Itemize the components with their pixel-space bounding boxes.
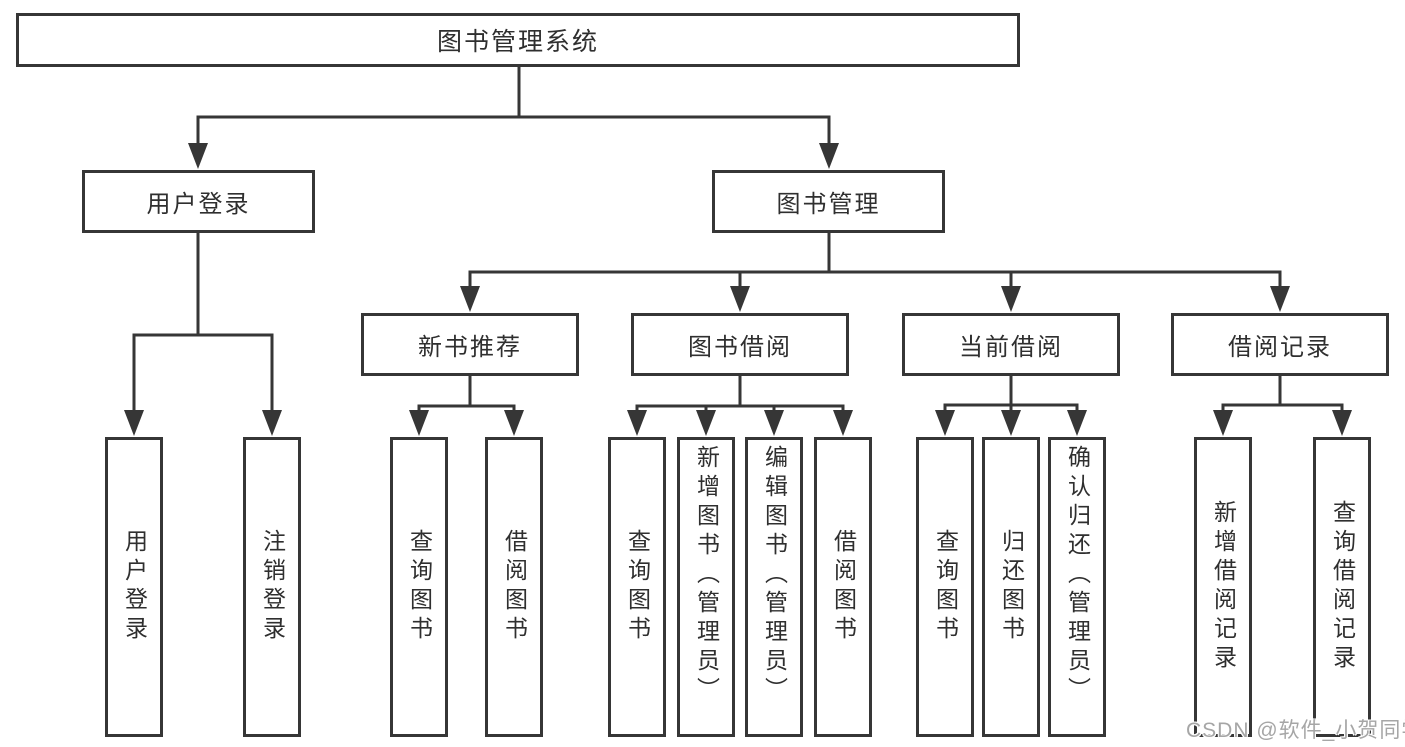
node-leaf-search-borrow-record: 查询借阅记录 [1313, 437, 1371, 737]
node-leaf-logout: 注销登录 [243, 437, 301, 737]
node-leaf-add-books-admin: 新增图书（管理员） [677, 437, 735, 737]
node-leaf-borrow-books-2: 借阅图书 [814, 437, 872, 737]
leaf-label: 用户登录 [121, 529, 148, 645]
node-leaf-search-books-3: 查询图书 [916, 437, 974, 737]
node-leaf-return-books: 归还图书 [982, 437, 1040, 737]
watermark-text: CSDN @软件_小贺同学 [1186, 719, 1405, 742]
node-book-borrow-label: 图书借阅 [688, 334, 792, 361]
node-root-label: 图书管理系统 [436, 28, 599, 56]
leaf-label: 编辑图书（管理员） [761, 445, 788, 706]
node-book-management: 图书管理 [712, 170, 945, 233]
node-current-borrow: 当前借阅 [902, 313, 1120, 376]
leaf-label: 注销登录 [259, 529, 286, 645]
node-leaf-user-login: 用户登录 [105, 437, 163, 737]
node-new-book-recommend-label: 新书推荐 [418, 334, 522, 361]
leaf-label: 查询图书 [932, 529, 959, 645]
leaf-label: 借阅图书 [830, 529, 857, 645]
leaf-label: 归还图书 [998, 529, 1025, 645]
node-book-borrow: 图书借阅 [631, 313, 849, 376]
node-leaf-add-borrow-record: 新增借阅记录 [1194, 437, 1252, 737]
leaf-label: 借阅图书 [501, 529, 528, 645]
node-current-borrow-label: 当前借阅 [959, 334, 1063, 361]
leaf-label: 查询图书 [406, 529, 433, 645]
node-leaf-search-books-1: 查询图书 [390, 437, 448, 737]
node-leaf-search-books-2: 查询图书 [608, 437, 666, 737]
node-new-book-recommend: 新书推荐 [361, 313, 579, 376]
node-user-login-label: 用户登录 [146, 191, 251, 218]
leaf-label: 确认归还（管理员） [1064, 445, 1091, 706]
leaf-label: 查询借阅记录 [1329, 500, 1356, 674]
node-borrow-records-label: 借阅记录 [1228, 334, 1332, 361]
node-book-management-label: 图书管理 [776, 191, 881, 218]
node-leaf-borrow-books-1: 借阅图书 [485, 437, 543, 737]
node-user-login: 用户登录 [82, 170, 315, 233]
node-leaf-confirm-return-admin: 确认归还（管理员） [1048, 437, 1106, 737]
leaf-label: 查询图书 [624, 529, 651, 645]
leaf-label: 新增借阅记录 [1210, 500, 1237, 674]
node-borrow-records: 借阅记录 [1171, 313, 1389, 376]
leaf-label: 新增图书（管理员） [693, 445, 720, 706]
node-leaf-edit-books-admin: 编辑图书（管理员） [745, 437, 803, 737]
node-root: 图书管理系统 [16, 13, 1020, 67]
